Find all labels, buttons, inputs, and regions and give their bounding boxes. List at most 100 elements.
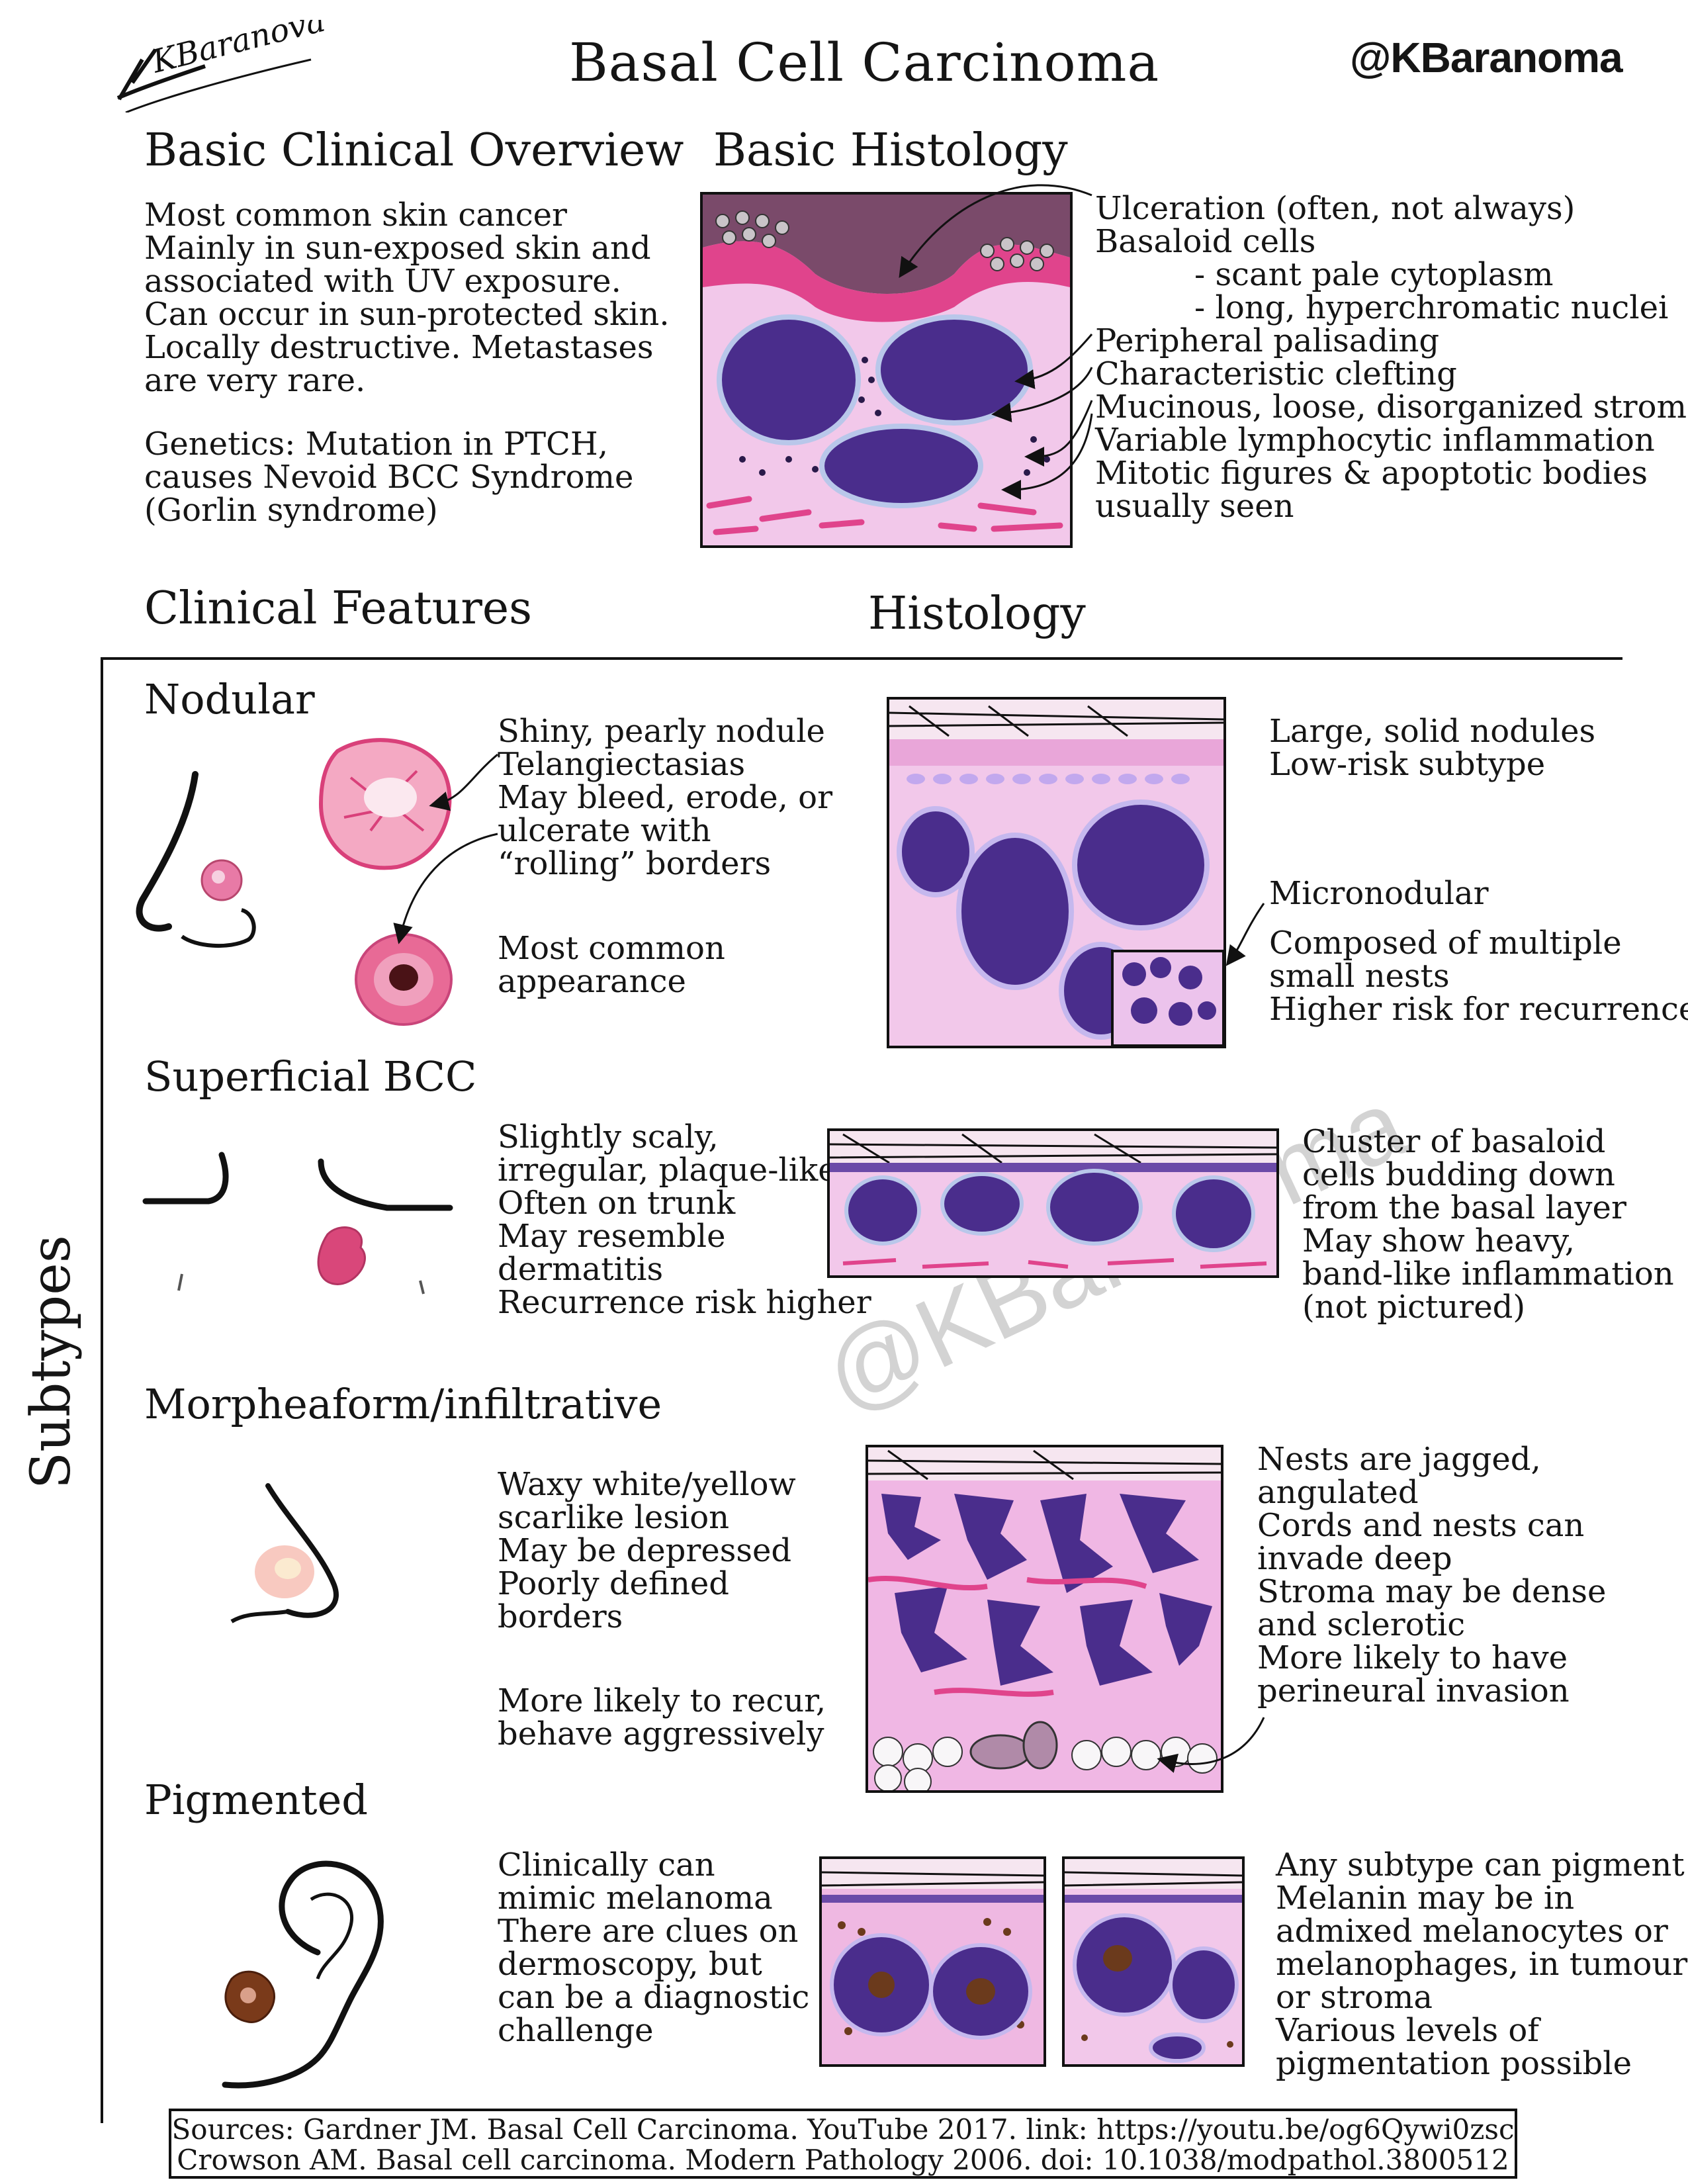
histology-line: Cluster of basaloid bbox=[1302, 1123, 1606, 1160]
overview-line: Mainly in sun-exposed skin and bbox=[144, 230, 651, 267]
genetics-line: (Gorlin syndrome) bbox=[144, 492, 438, 529]
histology-line: Low-risk subtype bbox=[1269, 746, 1546, 783]
clinical-line: behave aggressively bbox=[498, 1715, 824, 1752]
histology-line: and sclerotic bbox=[1257, 1606, 1466, 1643]
clinical-line: borders bbox=[498, 1598, 623, 1635]
clinical-line: mimic melanoma bbox=[498, 1880, 773, 1917]
genetics-line: Genetics: Mutation in PTCH, bbox=[144, 426, 609, 463]
micronodular-text: Composed of multiple small nests Higher … bbox=[1269, 927, 1688, 1026]
nodular-lesion-illustration bbox=[311, 731, 460, 877]
pigmented-histology-image-2 bbox=[1062, 1856, 1245, 2067]
pigmented-histology-text: Any subtype can pigment Melanin may be i… bbox=[1276, 1848, 1687, 2080]
histology-line: Mitotic figures & apoptotic bodies bbox=[1095, 455, 1648, 492]
author-handle: @KBaranoma bbox=[1350, 34, 1623, 81]
trunk-illustration bbox=[142, 1148, 453, 1300]
clinical-line: Most common bbox=[498, 930, 725, 967]
histology-line: Variable lymphocytic inflammation bbox=[1095, 422, 1655, 459]
nodular-clinical-text-2: Most common appearance bbox=[498, 932, 725, 998]
pigmented-histology-image-1 bbox=[819, 1856, 1046, 2067]
nodular-heading: Nodular bbox=[144, 675, 315, 723]
histology-line: May show heavy, bbox=[1302, 1222, 1575, 1259]
histology-line: Large, solid nodules bbox=[1269, 713, 1596, 750]
histology-line: Basaloid cells bbox=[1095, 223, 1316, 260]
superficial-histology-text: Cluster of basaloid cells budding down f… bbox=[1302, 1125, 1674, 1324]
superficial-clinical-text: Slightly scaly, irregular, plaque-like O… bbox=[498, 1120, 871, 1319]
pigmented-heading: Pigmented bbox=[144, 1776, 368, 1824]
overview-line: are very rare. bbox=[144, 362, 366, 399]
overview-line: Most common skin cancer bbox=[144, 197, 567, 234]
clinical-line: Waxy white/yellow bbox=[498, 1466, 796, 1503]
morpheaform-histology-text: Nests are jagged, angulated Cords and ne… bbox=[1257, 1443, 1606, 1707]
histology-line: Any subtype can pigment bbox=[1276, 1846, 1685, 1884]
clinical-line: scarlike lesion bbox=[498, 1499, 730, 1536]
histology-line: cells budding down bbox=[1302, 1156, 1615, 1193]
clinical-line: dermoscopy, but bbox=[498, 1946, 762, 1983]
overview-line: Can occur in sun-protected skin. bbox=[144, 296, 670, 333]
histology-line: Composed of multiple bbox=[1269, 925, 1622, 962]
genetics-line: causes Nevoid BCC Syndrome bbox=[144, 459, 634, 496]
nodular-histology-image bbox=[887, 697, 1226, 1048]
clinical-line: May be depressed bbox=[498, 1532, 792, 1569]
histology-line: Ulceration (often, not always) bbox=[1095, 190, 1576, 227]
clinical-line: Recurrence risk higher bbox=[498, 1284, 871, 1321]
histology-line: Cords and nests can bbox=[1257, 1507, 1585, 1544]
histology-line: usually seen bbox=[1095, 488, 1294, 525]
source-line: Sources: Gardner JM. Basal Cell Carcinom… bbox=[171, 2113, 1515, 2146]
clinical-line: appearance bbox=[498, 963, 686, 1000]
signature: KBaranova bbox=[106, 2, 331, 114]
histology-line: pigmentation possible bbox=[1276, 2045, 1632, 2082]
histology-line: (not pictured) bbox=[1302, 1289, 1526, 1326]
ulcerated-lesion-illustration bbox=[351, 930, 457, 1029]
subtypes-bracket bbox=[101, 657, 103, 2123]
histology-line: perineural invasion bbox=[1257, 1672, 1570, 1709]
subtypes-label: Subtypes bbox=[20, 1235, 83, 1489]
histology-line: Higher risk for recurrence bbox=[1269, 991, 1688, 1028]
pigmented-clinical-text: Clinically can mimic melanoma There are … bbox=[498, 1848, 809, 2047]
clinical-line: Shiny, pearly nodule bbox=[498, 713, 825, 750]
morpheaform-clinical-text-2: More likely to recur, behave aggressivel… bbox=[498, 1684, 826, 1751]
superficial-heading: Superficial BCC bbox=[144, 1052, 477, 1101]
clinical-line: Telangiectasias bbox=[498, 746, 746, 783]
histology-line: Peripheral palisading bbox=[1095, 322, 1440, 359]
clinical-line: challenge bbox=[498, 2012, 654, 2049]
clinical-line: Clinically can bbox=[498, 1846, 715, 1884]
histology-line: admixed melanocytes or bbox=[1276, 1913, 1668, 1950]
nose-side-illustration bbox=[222, 1479, 347, 1631]
svg-text:KBaranova: KBaranova bbox=[148, 20, 328, 81]
histology-line: or stroma bbox=[1276, 1979, 1433, 2016]
clinical-line: dermatitis bbox=[498, 1251, 664, 1288]
clinical-line: irregular, plaque-like bbox=[498, 1152, 837, 1189]
nodular-clinical-text: Shiny, pearly nodule Telangiectasias May… bbox=[498, 715, 832, 880]
overview-heading: Basic Clinical Overview bbox=[144, 124, 684, 177]
basic-histology-text: Ulceration (often, not always) Basaloid … bbox=[1095, 192, 1688, 523]
clinical-line: Slightly scaly, bbox=[498, 1118, 719, 1156]
histology-line: - scant pale cytoplasm bbox=[1194, 256, 1554, 293]
histology-line: Melanin may be in bbox=[1276, 1880, 1575, 1917]
histology-line: angulated bbox=[1257, 1474, 1419, 1511]
clinical-line: Poorly defined bbox=[498, 1565, 730, 1602]
nose-illustration bbox=[129, 768, 261, 966]
histology-line: Stroma may be dense bbox=[1257, 1573, 1607, 1610]
morpheaform-clinical-text: Waxy white/yellow scarlike lesion May be… bbox=[498, 1468, 796, 1633]
ear-illustration bbox=[218, 1846, 397, 2098]
histology-line: More likely to have bbox=[1257, 1639, 1568, 1676]
basic-histology-heading: Basic Histology bbox=[713, 124, 1068, 177]
histology-heading: Histology bbox=[868, 588, 1086, 640]
morpheaform-heading: Morpheaform/infiltrative bbox=[144, 1380, 662, 1428]
basic-histology-image bbox=[700, 192, 1073, 548]
sources-box: Sources: Gardner JM. Basal Cell Carcinom… bbox=[169, 2109, 1517, 2179]
histology-line: small nests bbox=[1269, 958, 1450, 995]
clinical-line: ulcerate with bbox=[498, 812, 711, 849]
histology-line: Nests are jagged, bbox=[1257, 1441, 1541, 1478]
histology-line: melanophages, in tumour bbox=[1276, 1946, 1688, 1983]
morpheaform-histology-image bbox=[866, 1445, 1223, 1793]
micronodular-heading: Micronodular bbox=[1269, 875, 1489, 912]
clinical-line: There are clues on bbox=[498, 1913, 799, 1950]
clinical-line: Often on trunk bbox=[498, 1185, 736, 1222]
clinical-line: More likely to recur, bbox=[498, 1682, 826, 1719]
clinical-line: “rolling” borders bbox=[498, 845, 772, 882]
histology-line: from the basal layer bbox=[1302, 1189, 1626, 1226]
overview-line: Locally destructive. Metastases bbox=[144, 329, 654, 366]
clinical-line: May resemble bbox=[498, 1218, 726, 1255]
overview-text: Most common skin cancer Mainly in sun-ex… bbox=[144, 199, 670, 527]
